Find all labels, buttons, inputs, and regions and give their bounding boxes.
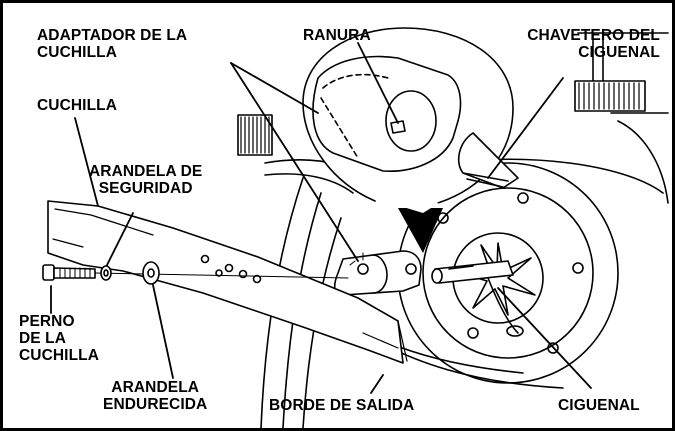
cutting-blade: [47, 200, 408, 364]
leader-lock-washer: [106, 212, 134, 266]
leader-adapter-to-zoom: [230, 62, 319, 114]
leader-crankshaft: [497, 287, 592, 389]
blade-adapter-part: [333, 250, 422, 296]
blade-bolt: [42, 264, 349, 281]
leader-keyway: [487, 77, 564, 179]
leader-trailing-edge: [370, 374, 384, 394]
leader-hardened-washer: [152, 284, 174, 379]
label-crankshaft-keyway: CHAVETERO DEL CIGUENAL: [527, 27, 660, 61]
hardened-washer: [142, 261, 160, 285]
label-blade: CUCHILLA: [37, 97, 118, 114]
leader-slot: [357, 42, 399, 124]
label-blade-bolt: PERNO DE LA CUCHILLA: [19, 313, 100, 364]
leader-adapter-to-part: [230, 62, 359, 262]
crankshaft-hub: [452, 232, 544, 324]
blade-assembly-illustration: [42, 27, 669, 428]
housing-fins-left: [237, 114, 273, 156]
label-trailing-edge: BORDE DE SALIDA: [269, 397, 415, 414]
lock-washer: [100, 265, 112, 281]
label-blade-adapter: ADAPTADOR DE LA CUCHILLA: [37, 27, 188, 61]
crankshaft: [431, 260, 524, 337]
label-hardened-washer: ARANDELA ENDURECIDA: [103, 379, 208, 413]
label-slot: RANURA: [303, 27, 371, 44]
label-lock-washer: ARANDELA DE SEGURIDAD: [89, 163, 203, 197]
leader-blade: [74, 117, 99, 207]
detail-magnifier: [302, 27, 519, 253]
label-crankshaft: CIGUENAL: [558, 397, 640, 414]
leader-lines: [50, 42, 592, 394]
housing-fins-right: [574, 80, 646, 112]
